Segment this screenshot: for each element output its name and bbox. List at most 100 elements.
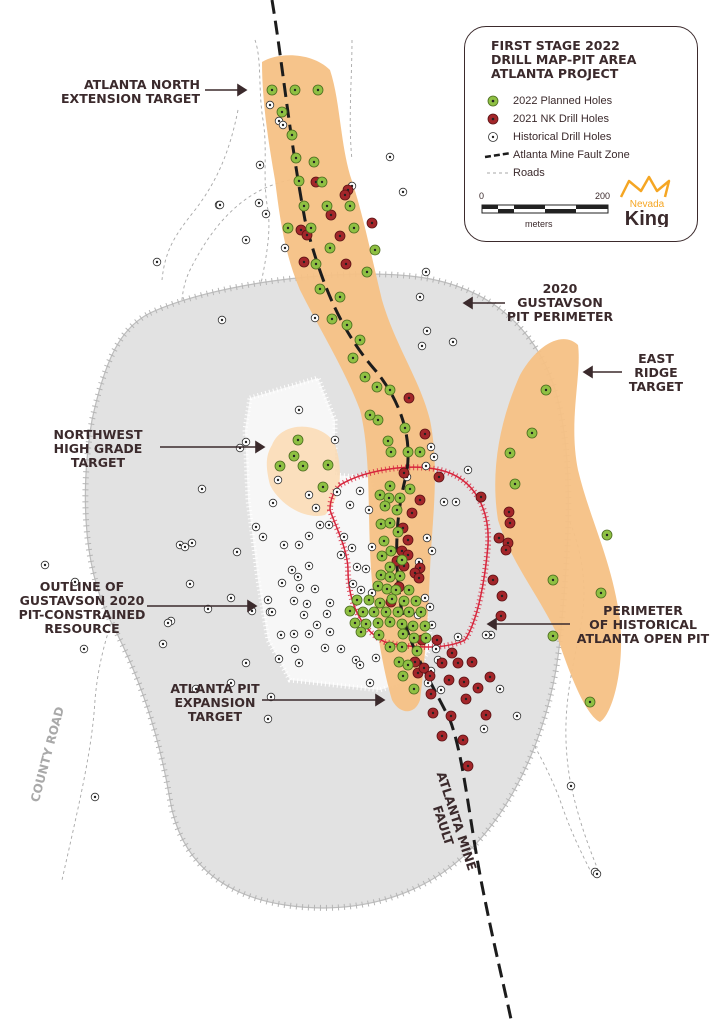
planned-hole-center xyxy=(394,588,398,592)
planned-hole-center xyxy=(605,533,609,537)
label-north-target: ATLANTA NORTH EXTENSION TARGET xyxy=(60,78,200,106)
nk-hole-center xyxy=(499,614,503,618)
historical-hole-center xyxy=(258,163,262,167)
legend-item-fault: Atlanta Mine Fault Zone xyxy=(483,147,630,163)
nk-hole-center xyxy=(456,661,460,665)
road xyxy=(349,39,353,161)
historical-hole-center xyxy=(498,687,502,691)
legend-title: FIRST STAGE 2022 DRILL MAP-PIT AREA ATLA… xyxy=(491,39,636,81)
historical-holes-layer xyxy=(40,100,602,879)
historical-hole-center xyxy=(297,408,301,412)
nk-hole-center xyxy=(400,549,404,553)
planned-hole-center xyxy=(395,508,399,512)
historical-hole-center xyxy=(235,550,239,554)
nk-hole-center xyxy=(302,260,306,264)
planned-hole-center xyxy=(377,633,381,637)
legend-label: 2022 Planned Holes xyxy=(513,95,613,107)
map-legend: FIRST STAGE 2022 DRILL MAP-PIT AREA ATLA… xyxy=(464,26,698,242)
nk-hole-center xyxy=(497,536,501,540)
planned-hole-center xyxy=(382,539,386,543)
historical-hole-center xyxy=(333,438,337,442)
planned-hole-center xyxy=(297,179,301,183)
label-east-ridge: EAST RIDGE TARGET xyxy=(616,352,696,394)
nk-hole-center xyxy=(406,553,410,557)
road xyxy=(559,499,601,876)
planned-hole-center xyxy=(599,591,603,595)
historical-hole-center xyxy=(279,633,283,637)
historical-hole-center xyxy=(417,560,421,564)
planned-hole-center xyxy=(376,418,380,422)
legend-item-historical: Historical Drill Holes xyxy=(483,129,611,145)
nk-hole-center xyxy=(464,697,468,701)
nk-hole-center xyxy=(449,714,453,718)
label-line: OF HISTORICAL xyxy=(589,617,697,632)
historical-hole-center xyxy=(370,591,374,595)
historical-hole-center xyxy=(350,546,354,550)
planned-hole-center xyxy=(378,493,382,497)
road xyxy=(61,544,141,881)
nk-hole-center xyxy=(437,475,441,479)
nk-hole-center xyxy=(491,578,495,582)
gustavson-pit-ticks xyxy=(82,271,572,911)
nk-hole-center xyxy=(450,651,454,655)
scale-end: 200 xyxy=(595,191,611,201)
nk-hole-center xyxy=(479,495,483,499)
planned-hole-center xyxy=(376,621,380,625)
label-line: ATLANTA NORTH xyxy=(83,77,200,92)
nevada-king-logo: Nevada King xyxy=(619,175,671,227)
nk-hole-center xyxy=(504,548,508,552)
planned-hole-center xyxy=(386,439,390,443)
historical-hole-center xyxy=(266,598,270,602)
planned-hole-center xyxy=(424,636,428,640)
historical-hole-center xyxy=(268,103,272,107)
planned-hole-center xyxy=(367,598,371,602)
nk-hole-center xyxy=(508,521,512,525)
legend-title-line: DRILL MAP-PIT AREA xyxy=(491,52,637,67)
nk-hole-center xyxy=(507,510,511,514)
historical-hole-center xyxy=(269,695,273,699)
historical-hole-center xyxy=(314,506,318,510)
nk-hole-center xyxy=(418,498,422,502)
historical-hole-center xyxy=(290,568,294,572)
historical-hole-center xyxy=(296,575,300,579)
historical-hole-center xyxy=(430,549,434,553)
historical-hole-center xyxy=(292,599,296,603)
road-line-icon xyxy=(487,172,509,174)
planned-hole-center xyxy=(359,630,363,634)
arrowhead-outline xyxy=(247,599,258,613)
nk-hole-center xyxy=(407,396,411,400)
historical-hole-center xyxy=(342,535,346,539)
historical-hole-center xyxy=(307,564,311,568)
planned-hole-center xyxy=(278,464,282,468)
historical-hole-center xyxy=(424,464,428,468)
historical-hole-center xyxy=(264,212,268,216)
label-line: ATLANTA PIT xyxy=(170,681,260,696)
historical-hole-center xyxy=(388,155,392,159)
historical-hole-center xyxy=(348,503,352,507)
nk-hole-center xyxy=(462,680,466,684)
planned-hole-center xyxy=(551,578,555,582)
historical-hole-center xyxy=(339,553,343,557)
logo-line: Nevada xyxy=(630,199,665,210)
historical-hole-center xyxy=(426,681,430,685)
historical-hole-center xyxy=(188,582,192,586)
label-line: TARGET xyxy=(187,709,243,724)
planned-hole-center xyxy=(286,226,290,230)
historical-hole-center xyxy=(302,613,306,617)
label-line: 2020 xyxy=(542,281,578,296)
planned-hole-center xyxy=(385,587,389,591)
historical-hole-center xyxy=(318,523,322,527)
planned-hole-center xyxy=(368,413,372,417)
historical-hole-center xyxy=(307,534,311,538)
planned-hole-center xyxy=(508,451,512,455)
historical-hole-center xyxy=(229,681,233,685)
arrowhead-expansion xyxy=(375,693,386,707)
road xyxy=(161,109,239,281)
historical-hole-center xyxy=(313,316,317,320)
label-line: EAST xyxy=(638,351,674,366)
planned-hole-center xyxy=(292,454,296,458)
label-line: GUSTAVSON xyxy=(517,295,603,310)
nk-hole-center xyxy=(329,213,333,217)
historical-hole-center xyxy=(297,543,301,547)
